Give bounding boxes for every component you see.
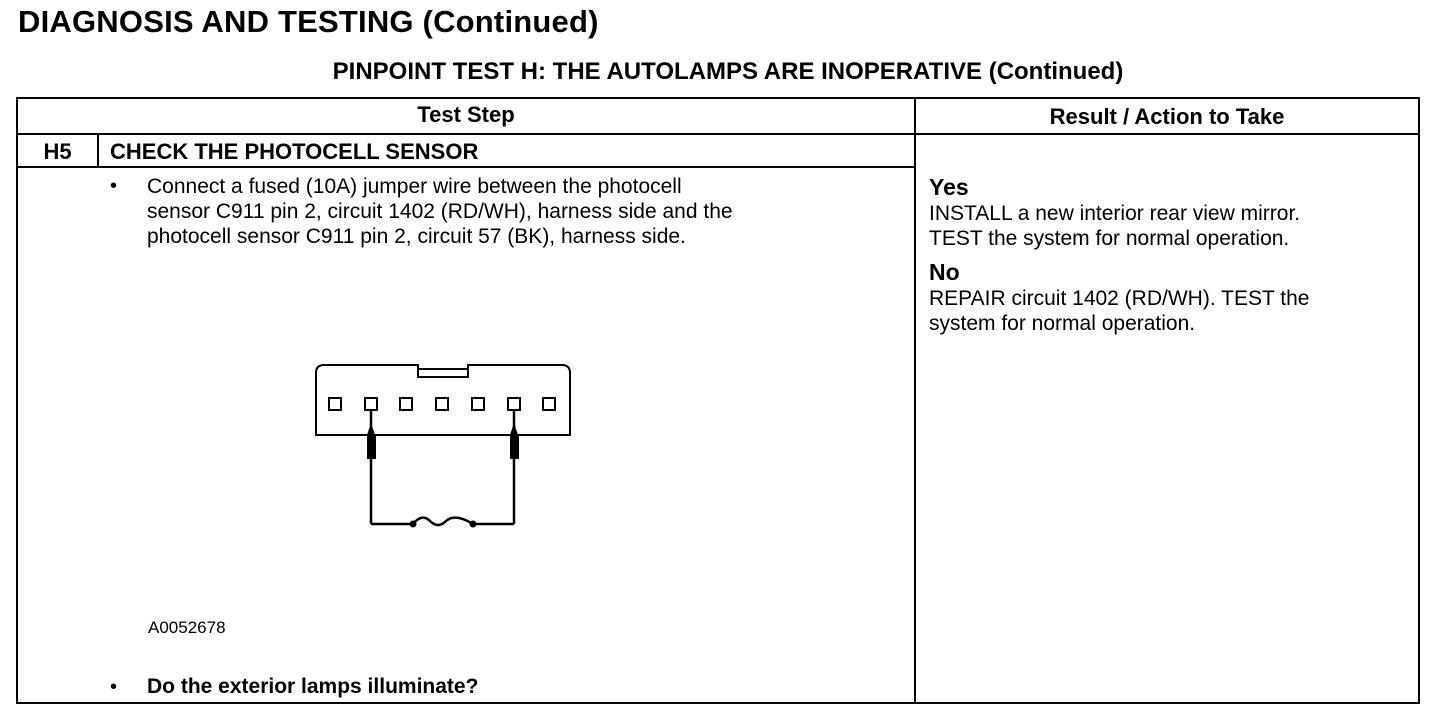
section-title: DIAGNOSIS AND TESTING (Continued) [18,4,599,39]
result-no-label: No [929,259,960,285]
table-right-border [1418,97,1420,704]
result-line: system for normal operation. [929,312,1196,335]
result-yes-action: INSTALL a new interior rear view mirror.… [929,201,1300,251]
pinpoint-test-title: PINPOINT TEST H: THE AUTOLAMPS ARE INOPE… [332,58,1124,85]
column-divider [914,97,916,704]
table-bottom-border [16,702,1420,704]
connector-pins [328,397,556,411]
header-test-step: Test Step [417,102,515,127]
step-title-bottom-border [16,166,916,168]
step-id: H5 [43,139,72,164]
table-top-border [16,97,1420,99]
figure-id: A0052678 [148,618,226,637]
step-id-divider [97,133,99,168]
instruction-line: sensor C911 pin 2, circuit 1402 (RD/WH),… [147,200,733,223]
table-left-border [16,97,18,704]
header-result-action: Result / Action to Take [1049,104,1285,129]
result-line: INSTALL a new interior rear view mirror. [929,202,1301,225]
step-question: Do the exterior lamps illuminate? [147,675,479,698]
instruction-line: Connect a fused (10A) jumper wire betwee… [147,175,682,198]
jumper-probes [367,423,519,528]
header-bottom-border [16,133,1420,135]
result-no-action: REPAIR circuit 1402 (RD/WH). TEST the sy… [929,286,1309,336]
result-yes-label: Yes [929,174,969,200]
instruction-line: photocell sensor C911 pin 2, circuit 57 … [147,225,686,248]
instruction-bullet: • [110,175,118,197]
instruction-text: Connect a fused (10A) jumper wire betwee… [147,174,733,249]
question-bullet: • [110,676,118,698]
result-line: REPAIR circuit 1402 (RD/WH). TEST the [929,287,1310,310]
step-title: CHECK THE PHOTOCELL SENSOR [110,139,479,164]
connector-jumper-diagram [315,364,571,528]
result-line: TEST the system for normal operation. [929,227,1290,250]
